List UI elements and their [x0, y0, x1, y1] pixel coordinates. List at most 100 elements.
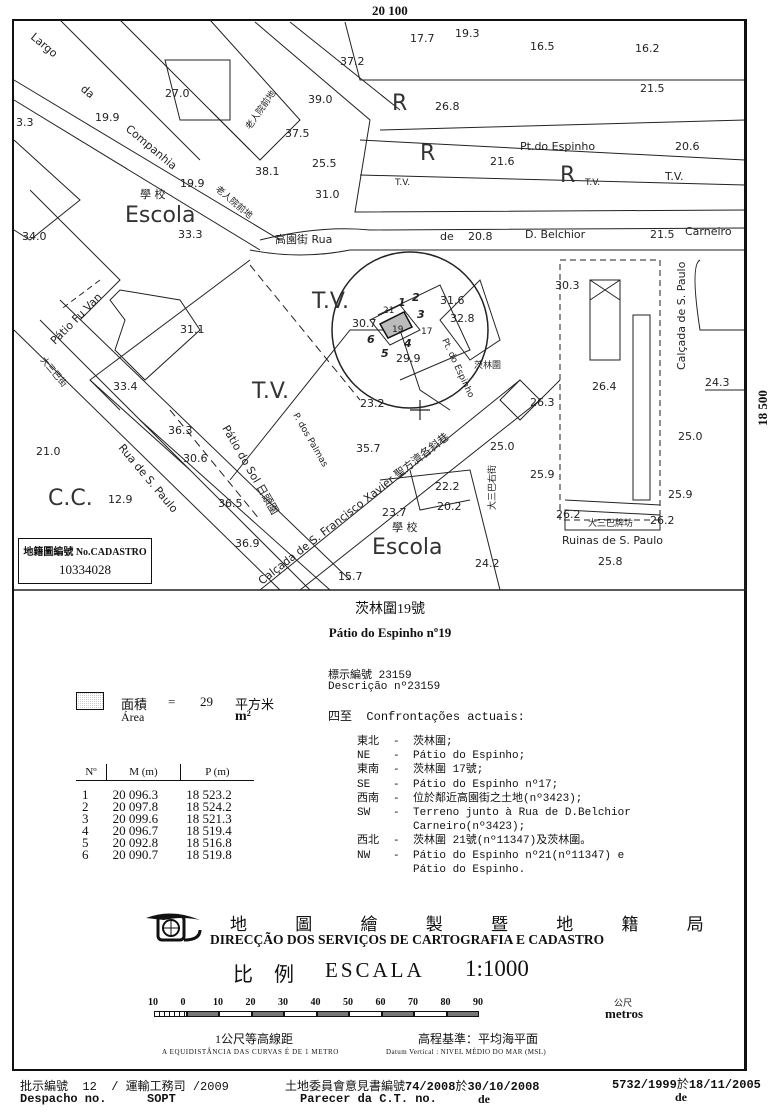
despacho-label-zh: 批示編號: [20, 1080, 69, 1094]
map-label: C.C.: [48, 486, 93, 511]
map-label: 21.0: [36, 445, 61, 458]
subject-parcel: [378, 311, 414, 339]
vertex-label: 4: [403, 337, 412, 350]
map-label: 34.0: [22, 230, 47, 243]
map-label: 19.9: [95, 111, 120, 124]
scale-bar-segment: [219, 1011, 252, 1017]
street-label: 高園街 Rua: [275, 232, 332, 246]
area-label-pt: Área: [121, 710, 145, 724]
street-label: Calçada de S. Paulo: [675, 261, 688, 370]
despacho-line: 批示編號 12 / 運輸工務司 /2009: [20, 1077, 229, 1094]
parecer-label-zh: 土地委員會意見書編號: [285, 1080, 406, 1094]
boundary-text: Pátio do Espinho nº17;: [413, 778, 559, 791]
agency-name-zh: 地 圖 繪 製 暨 地 籍 局: [230, 915, 726, 934]
area-value: 29: [200, 694, 213, 709]
boundary-text: 位於鄰近高園街之土地(nº3423);: [413, 792, 583, 805]
cell: 5: [82, 835, 89, 850]
scale-tick-label: 60: [375, 997, 386, 1008]
map-label: 20.6: [675, 140, 700, 153]
boundaries-heading-pt: Confrontações actuais:: [366, 710, 525, 724]
map-label: 30.7: [352, 317, 377, 330]
scale-bar-segment: [251, 1011, 284, 1017]
scale-tick-label: 40: [310, 997, 321, 1008]
scale-bar-segment: [446, 1011, 479, 1017]
map-label: T.V.: [394, 178, 410, 188]
cell: 20 092.8: [112, 835, 159, 850]
boundary-item: 西南-位於鄰近高園街之土地(nº3423);: [357, 792, 631, 806]
scale-bar-segment: [284, 1011, 317, 1017]
vertex-label: 3: [417, 308, 425, 321]
map-label: 36.9: [235, 537, 260, 550]
map-label: 32.8: [450, 312, 475, 325]
boundary-direction: NE: [357, 750, 371, 763]
cadastro-box: 地籍圖編號 No.CADASTRO 10334028: [18, 538, 152, 584]
col-header-number: Nº: [76, 764, 108, 781]
boundary-item: NE-Pátio do Espinho;: [357, 749, 631, 763]
description-number-zh: 標示編號 23159: [328, 670, 412, 682]
de-label-2: de: [675, 1090, 687, 1104]
cell: 20 097.8: [112, 799, 159, 814]
map-label: Largo: [28, 30, 60, 60]
map-label: 37.5: [285, 127, 310, 140]
reference-date: 18/11/2005: [688, 1078, 761, 1092]
scale-bar-segment: [186, 1011, 219, 1017]
boundary-dash: -: [393, 764, 400, 777]
map-label: T.V.: [311, 289, 349, 314]
map-label: 31.0: [315, 188, 340, 201]
neighbour-number: 17: [421, 327, 432, 337]
map-label: 25.5: [312, 157, 337, 170]
boundary-text: Pátio do Espinho nº21(nº11347) e: [413, 849, 625, 862]
map-label: 19.9: [180, 177, 205, 190]
col-header-m: M (m): [106, 764, 181, 781]
map-label: 20.2: [437, 500, 462, 513]
parecer-date: 30/10/2008: [467, 1080, 540, 1094]
map-label: 20.8: [468, 230, 493, 243]
map-label: 17.7: [410, 32, 435, 45]
parecer-number: 74/2008: [405, 1080, 456, 1094]
vertex-label: 1: [398, 296, 406, 309]
scale-label: ESCALA: [325, 958, 425, 982]
neighbour-number: 21: [383, 306, 394, 316]
cadastro-number: 10334028: [59, 562, 111, 577]
area-unit: m²: [235, 709, 251, 724]
area-label-zh: 面積: [121, 697, 148, 712]
grid-easting-label: 20 100: [372, 3, 408, 18]
boundary-direction: 東北: [357, 736, 379, 748]
map-label: da: [78, 82, 97, 101]
street-label: 老人院前地: [213, 183, 255, 221]
map-label: Escola: [125, 203, 196, 228]
despacho-label-pt: Despacho no.: [20, 1092, 107, 1106]
map-label: 33.3: [178, 228, 203, 241]
boundary-item: 西北-茨林圍 21號(nº11347)及茨林圍。: [357, 834, 631, 848]
description-number-pt: Descrição nº23159: [328, 681, 441, 693]
boundary-direction: 西北: [357, 835, 379, 848]
map-label: 25.8: [598, 555, 623, 568]
map-label: 25.0: [678, 430, 703, 443]
boundary-item: SW-Terreno junto à Rua de D.Belchior: [357, 806, 631, 820]
map-label: 25.9: [530, 468, 555, 481]
datum-zh: 高程基準：平均海平面: [418, 1032, 539, 1046]
map-label: 19.3: [455, 27, 480, 40]
sopt-label: SOPT: [147, 1092, 176, 1106]
map-label: 學 校: [140, 187, 166, 201]
reference-at: 於: [676, 1078, 689, 1092]
scale-tick-label: 30: [278, 997, 288, 1008]
boundary-item: Carneiro(nº3423);: [357, 820, 631, 834]
boundary-dash: -: [393, 835, 400, 848]
map-label: 22.2: [435, 480, 460, 493]
cell: 2: [82, 799, 89, 814]
datum-pt: Datum Vertical : NIVEL MÉDIO DO MAR (MSL…: [386, 1048, 547, 1056]
scale-tick-label: 20: [245, 997, 256, 1008]
map-label: 24.2: [475, 557, 500, 570]
col-header-p: P (m): [180, 764, 254, 781]
boundary-dash: -: [393, 736, 400, 748]
map-label: 23.2: [360, 397, 385, 410]
area-unit-zh: 平方米: [235, 697, 275, 712]
street-label: 大三巴右街: [486, 465, 498, 510]
boundaries-heading-zh: 四至: [328, 710, 353, 724]
parecer-at: 於: [455, 1080, 468, 1094]
